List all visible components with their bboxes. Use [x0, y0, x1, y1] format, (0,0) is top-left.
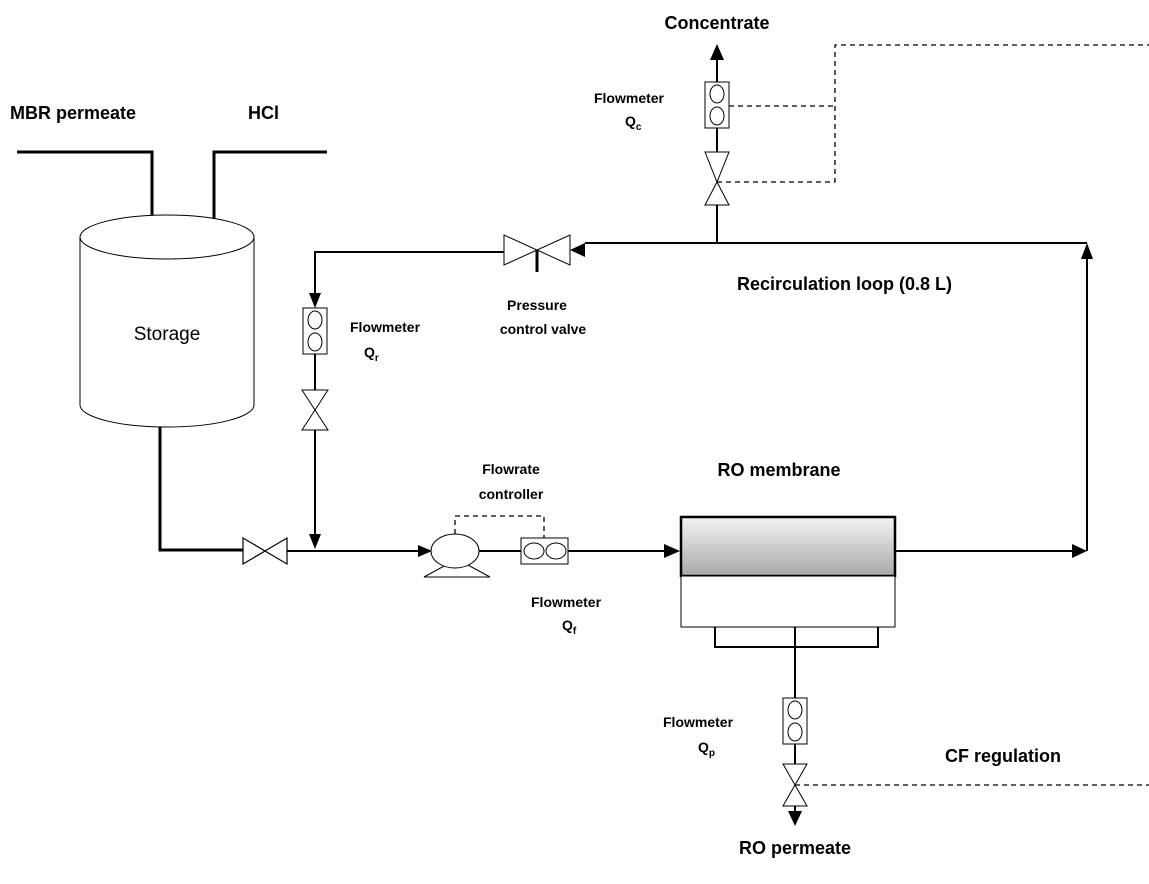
concentrate-out-arrow-icon	[710, 44, 724, 60]
flowmeter-c-label: Flowmeter	[594, 90, 665, 106]
membrane-in-arrow-icon	[664, 544, 680, 558]
storage-tank	[79, 214, 255, 428]
ro-membrane-label: RO membrane	[717, 460, 840, 480]
flowrate-controller-signal	[454, 515, 545, 538]
permeate-out-arrow-icon	[788, 811, 802, 826]
flowmeter-c-symbol: Qc	[625, 113, 642, 133]
flowmeter-p-icon	[782, 697, 808, 745]
flowmeter-r-symbol: Qr	[364, 344, 379, 364]
inlet-valve-icon	[242, 536, 288, 566]
flowmeter-f-symbol: Qf	[562, 617, 577, 637]
flowmeter-p-label: Flowmeter	[663, 714, 734, 730]
pcv-in-arrow-icon	[570, 243, 585, 257]
flowrate-controller-label-2: controller	[479, 486, 544, 502]
mbr-permeate-label: MBR permeate	[10, 103, 136, 123]
pump-icon	[423, 533, 491, 578]
pressure-valve-label-1: Pressure	[507, 297, 567, 313]
cf-regulation-label: CF regulation	[945, 746, 1061, 766]
recirc-return-pipe	[314, 251, 504, 295]
hcl-label: HCl	[248, 103, 279, 123]
membrane-out-arrow-icon	[1072, 544, 1087, 558]
flowrate-controller-label-1: Flowrate	[482, 461, 540, 477]
flowmeter-r-icon	[302, 307, 328, 355]
flowmeter-f-label: Flowmeter	[531, 594, 602, 610]
ro-membrane-module	[679, 515, 897, 628]
feed-arrow-icon	[418, 545, 432, 557]
recirc-up-arrow-icon	[1081, 243, 1093, 259]
flowmeter-p-symbol: Qp	[698, 739, 715, 759]
recirc-down-arrow-icon	[309, 293, 321, 308]
concentrate-control-signal	[717, 44, 1149, 183]
storage-outlet-pipe	[158, 427, 245, 552]
pressure-valve-label-2: control valve	[500, 321, 587, 337]
flowmeter-c-icon	[704, 81, 730, 129]
qr-valve-icon	[301, 389, 329, 431]
flowmeter-f-icon	[520, 537, 569, 565]
concentrate-label: Concentrate	[664, 13, 769, 33]
recirculation-loop-label: Recirculation loop (0.8 L)	[737, 274, 952, 294]
qr-join-arrow-icon	[309, 534, 321, 549]
pressure-control-valve-icon	[503, 234, 571, 272]
flowmeter-r-label: Flowmeter	[350, 319, 421, 335]
ro-permeate-label: RO permeate	[739, 838, 851, 858]
storage-label: Storage	[134, 324, 201, 345]
permeate-collector	[714, 627, 879, 648]
concentrate-valve-icon	[704, 151, 730, 206]
